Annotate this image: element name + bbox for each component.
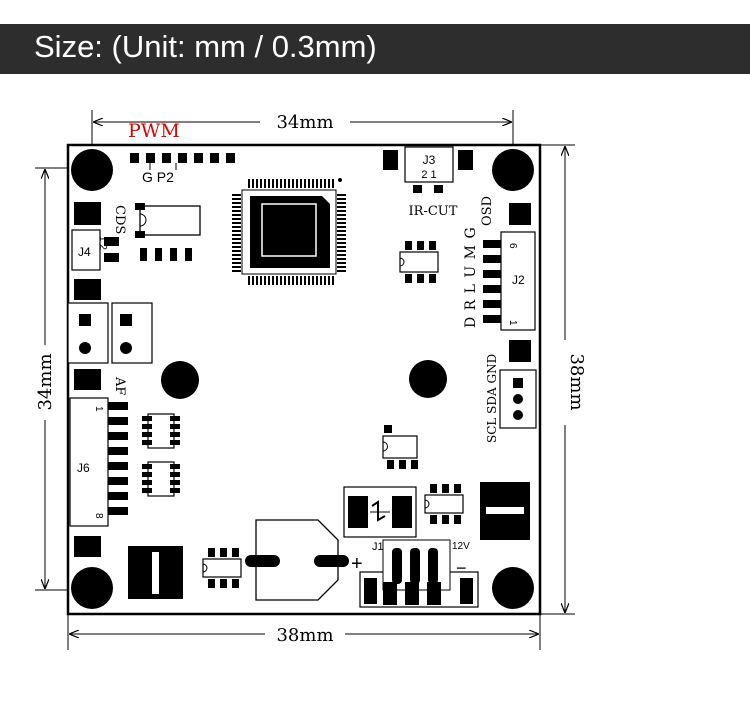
drlumg-label: D R L U M G: [463, 226, 479, 328]
left-pad-1: [74, 202, 101, 225]
mount-hole-bottom-right: [492, 567, 534, 609]
j2-pin-top-label: 6: [507, 243, 518, 249]
j2-pin-bottom-label: 1: [507, 320, 518, 326]
j6-pin-bottom-label: 8: [93, 513, 104, 519]
j3-label: J3: [423, 153, 436, 167]
ir-cut-label: IR-CUT: [409, 204, 458, 219]
j4-label: J4: [78, 245, 91, 259]
main-ic-pins: [232, 179, 346, 285]
left-pad-3: [74, 369, 101, 390]
bottom-dimension-label: 38mm: [276, 625, 333, 646]
main-ic: [241, 178, 342, 275]
j3-connector: [383, 146, 473, 193]
diode: [343, 486, 417, 538]
driver-ic-2: [142, 461, 180, 497]
driver-ic-1: [142, 413, 180, 449]
pwm-label: PWM: [128, 120, 180, 142]
right-dimension-label: 38mm: [566, 353, 587, 410]
i2c-connector: [499, 369, 537, 429]
osd-label: OSD: [480, 196, 495, 226]
small-ic-upper-right: [399, 241, 439, 283]
v12-label: 12V: [452, 541, 470, 552]
j3-pins-label: 2 1: [421, 169, 436, 181]
left-connector-b: [111, 302, 153, 364]
left-pad-2: [74, 279, 101, 300]
drlumg-pins: [483, 240, 503, 323]
small-ic-center: [382, 425, 418, 469]
af-label: AF: [112, 376, 127, 395]
small-ic-bottom: [202, 548, 242, 588]
j1-connector: [359, 539, 479, 608]
j6-pins: [108, 402, 128, 515]
cds-sensor: [135, 203, 201, 238]
j1-label: J1: [372, 541, 384, 553]
mount-hole-mid-left: [161, 361, 199, 399]
gp2-label: G P2: [142, 169, 174, 185]
j1-minus-label: −: [456, 558, 467, 578]
j2-connector: [500, 231, 536, 331]
j2-label: J2: [512, 273, 525, 287]
inductor-right: [480, 482, 530, 540]
cds-label: CDS: [112, 205, 127, 234]
title-banner: Size: (Unit: mm / 0.3mm): [0, 24, 750, 74]
mount-hole-top-right: [492, 149, 534, 191]
mount-hole-mid-right: [409, 360, 447, 398]
pwm-header-pins: [130, 153, 235, 163]
j6-connector: [69, 397, 109, 527]
j2-side-pad: [509, 340, 531, 362]
mount-hole-top-left: [71, 149, 113, 191]
mount-hole-bottom-left: [71, 567, 113, 609]
capacitor-plus-label: +: [351, 553, 363, 575]
top-dimension-label: 34mm: [276, 112, 333, 133]
scl-sda-gnd-label: SCL SDA GND: [485, 354, 499, 443]
inductor-left: [128, 546, 183, 599]
left-pad-4: [74, 536, 101, 557]
top-dimension: 34mm: [91, 110, 514, 145]
cds-pins: [140, 248, 192, 261]
banner-title: Size: (Unit: mm / 0.3mm): [34, 29, 377, 64]
bottom-dimension: 38mm: [67, 615, 541, 650]
j4-pins-label: 1 2: [97, 236, 108, 250]
left-dimension: 34mm: [35, 167, 68, 591]
right-dimension: 38mm: [540, 144, 587, 615]
j6-pin-top-label: 1: [93, 406, 104, 412]
small-ic-lower-right: [424, 484, 464, 524]
capacitor: [245, 519, 349, 601]
left-dimension-label: 34mm: [35, 353, 56, 410]
left-connector-a: [67, 302, 109, 364]
j6-label: J6: [77, 461, 90, 475]
osd-pad: [509, 203, 531, 225]
j4-connector: [71, 229, 119, 271]
